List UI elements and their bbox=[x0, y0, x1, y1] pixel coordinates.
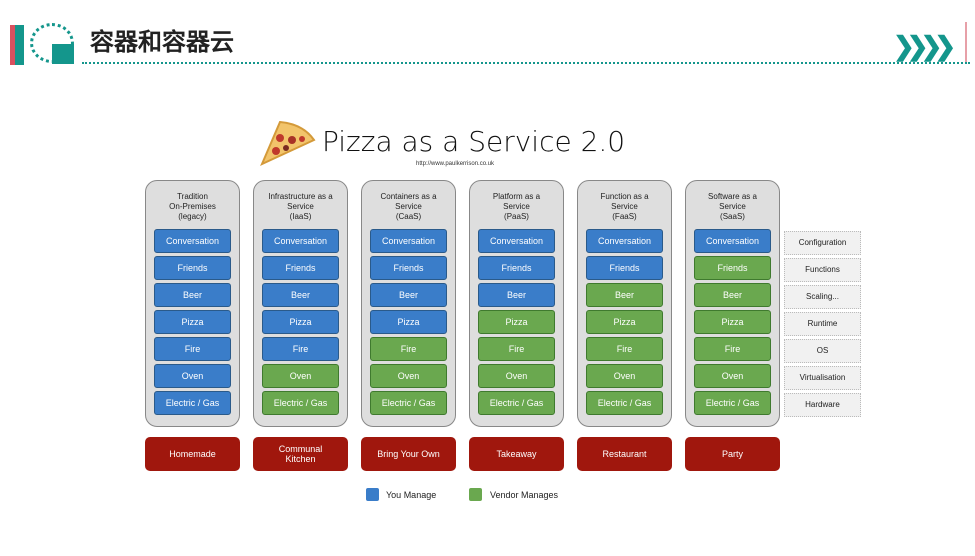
layer-you-manage: Beer bbox=[370, 283, 447, 307]
layer-you-manage: Fire bbox=[262, 337, 339, 361]
layer-you-manage: Conversation bbox=[262, 229, 339, 253]
service-column: Platform as a Service (PaaS) Conversation… bbox=[469, 180, 564, 427]
side-label: Functions bbox=[784, 258, 861, 282]
layer-vendor-manages: Pizza bbox=[478, 310, 555, 334]
legend-vendor-swatch bbox=[469, 488, 482, 501]
layer-you-manage: Conversation bbox=[694, 229, 771, 253]
legend-you-swatch bbox=[366, 488, 379, 501]
layer-vendor-manages: Electric / Gas bbox=[370, 391, 447, 415]
layer-vendor-manages: Fire bbox=[370, 337, 447, 361]
side-label: OS bbox=[784, 339, 861, 363]
layer-you-manage: Electric / Gas bbox=[154, 391, 231, 415]
layer-vendor-manages: Electric / Gas bbox=[478, 391, 555, 415]
scenario-label: Homemade bbox=[145, 437, 240, 471]
layer-vendor-manages: Oven bbox=[694, 364, 771, 388]
layer-you-manage: Friends bbox=[262, 256, 339, 280]
layer-you-manage: Oven bbox=[154, 364, 231, 388]
column-heading: Function as a Service (FaaS) bbox=[600, 192, 649, 221]
layer-vendor-manages: Oven bbox=[586, 364, 663, 388]
column-heading: Containers as a Service (CaaS) bbox=[380, 192, 437, 221]
service-column: Function as a Service (FaaS) Conversation… bbox=[577, 180, 672, 427]
layer-vendor-manages: Beer bbox=[694, 283, 771, 307]
service-column: Software as a Service (SaaS) Conversation… bbox=[685, 180, 780, 427]
layer-you-manage: Conversation bbox=[154, 229, 231, 253]
side-label: Runtime bbox=[784, 312, 861, 336]
layer-you-manage: Conversation bbox=[370, 229, 447, 253]
layer-vendor-manages: Beer bbox=[586, 283, 663, 307]
layer-you-manage: Friends bbox=[154, 256, 231, 280]
scenario-label: Takeaway bbox=[469, 437, 564, 471]
layer-vendor-manages: Pizza bbox=[694, 310, 771, 334]
layer-you-manage: Friends bbox=[478, 256, 555, 280]
layer-you-manage: Pizza bbox=[370, 310, 447, 334]
layer-you-manage: Beer bbox=[478, 283, 555, 307]
source-url: http://www.paulkerrison.co.uk bbox=[416, 161, 495, 167]
column-heading: Infrastructure as a Service (IaaS) bbox=[268, 192, 333, 221]
layer-you-manage: Pizza bbox=[262, 310, 339, 334]
legend-you-label: You Manage bbox=[386, 490, 437, 500]
page-title: 容器和容器云 bbox=[90, 28, 234, 56]
scenario-label: Bring Your Own bbox=[361, 437, 456, 471]
layer-you-manage: Beer bbox=[154, 283, 231, 307]
diagram-title: Pizza as a Service 2.0 bbox=[322, 125, 626, 158]
layer-you-manage: Friends bbox=[370, 256, 447, 280]
layer-you-manage: Conversation bbox=[478, 229, 555, 253]
column-heading: Platform as a Service (PaaS) bbox=[492, 192, 541, 221]
legend-vendor-label: Vendor Manages bbox=[490, 490, 559, 500]
layer-vendor-manages: Oven bbox=[262, 364, 339, 388]
side-label: Scaling... bbox=[784, 285, 861, 309]
accent-bar-teal bbox=[15, 25, 24, 65]
pizza-icon bbox=[260, 120, 316, 166]
layer-you-manage: Pizza bbox=[154, 310, 231, 334]
service-column: Containers as a Service (CaaS) Conversati… bbox=[361, 180, 456, 427]
layer-vendor-manages: Electric / Gas bbox=[262, 391, 339, 415]
layer-vendor-manages: Oven bbox=[370, 364, 447, 388]
service-column: Tradition On-Premises (legacy) Conversati… bbox=[145, 180, 240, 427]
scenario-label: Party bbox=[685, 437, 780, 471]
service-column: Infrastructure as a Service (IaaS) Conver… bbox=[253, 180, 348, 427]
scenario-label: Restaurant bbox=[577, 437, 672, 471]
side-label: Hardware bbox=[784, 393, 861, 417]
accent-bar-red bbox=[10, 25, 15, 65]
side-label: Virtualisation bbox=[784, 366, 861, 390]
layer-you-manage: Beer bbox=[262, 283, 339, 307]
edge-line bbox=[965, 22, 967, 62]
layer-you-manage: Friends bbox=[586, 256, 663, 280]
scenario-label: Communal Kitchen bbox=[253, 437, 348, 471]
layer-vendor-manages: Electric / Gas bbox=[694, 391, 771, 415]
layer-vendor-manages: Electric / Gas bbox=[586, 391, 663, 415]
layer-vendor-manages: Fire bbox=[478, 337, 555, 361]
chevrons-right-icon: ❯❯❯❯ bbox=[893, 31, 956, 61]
side-label: Configuration bbox=[784, 231, 861, 255]
layer-vendor-manages: Oven bbox=[478, 364, 555, 388]
column-heading: Software as a Service (SaaS) bbox=[708, 192, 757, 221]
layer-vendor-manages: Fire bbox=[694, 337, 771, 361]
layer-you-manage: Conversation bbox=[586, 229, 663, 253]
layer-vendor-manages: Pizza bbox=[586, 310, 663, 334]
title-divider bbox=[82, 62, 970, 64]
layer-you-manage: Fire bbox=[154, 337, 231, 361]
square-icon bbox=[52, 44, 74, 64]
layer-vendor-manages: Friends bbox=[694, 256, 771, 280]
layer-vendor-manages: Fire bbox=[586, 337, 663, 361]
column-heading: Tradition On-Premises (legacy) bbox=[169, 192, 216, 221]
